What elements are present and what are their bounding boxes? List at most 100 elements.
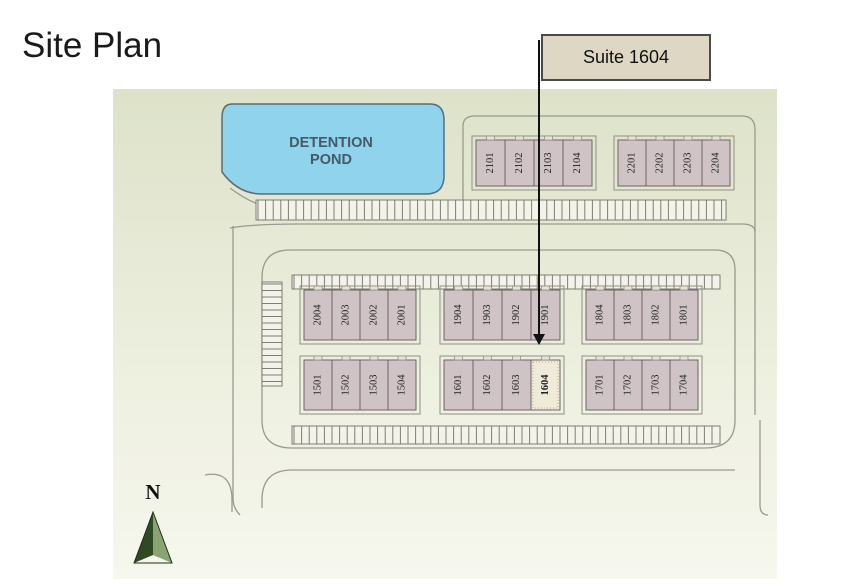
unit-label-1701: 1701 (595, 375, 606, 396)
building-1600: 1601 1602 1603 1604 (439, 355, 565, 415)
unit-label-1504: 1504 (397, 374, 408, 396)
unit-entry (683, 135, 693, 141)
detention-pond (221, 103, 445, 195)
unit-label-1802: 1802 (651, 305, 662, 326)
unit-label-2002: 2002 (369, 305, 380, 326)
pond-label-line1: DETENTION (289, 135, 373, 151)
unit-entry (651, 355, 661, 361)
unit-entry (711, 135, 721, 141)
unit-entry (313, 285, 323, 291)
building-footprint (613, 135, 735, 191)
building-footprint (581, 285, 703, 345)
unit-label-1604: 1604 (540, 374, 551, 396)
unit-entry (595, 285, 605, 291)
unit-1904 (443, 289, 474, 341)
unit-label-1903: 1903 (482, 305, 493, 326)
unit-entry (397, 355, 407, 361)
unit-entry (651, 285, 661, 291)
unit-2002 (359, 289, 389, 341)
unit-entry (454, 355, 463, 361)
unit-2104 (562, 139, 593, 187)
unit-entry (483, 355, 492, 361)
unit-entry (544, 135, 553, 141)
unit-entry (369, 285, 379, 291)
unit-entry (623, 355, 633, 361)
unit-entry (541, 355, 550, 361)
unit-1801 (669, 289, 699, 341)
building-1800: 1804 1803 1802 1801 (581, 285, 703, 345)
unit-label-2001: 2001 (397, 305, 408, 326)
buildings-layer: 2101 2102 2103 2104 2201 2202 2203 2204 2004 2003… (299, 135, 735, 415)
unit-2004 (303, 289, 333, 341)
unit-label-2104: 2104 (572, 152, 583, 174)
building-2200: 2201 2202 2203 2204 (613, 135, 735, 191)
unit-label-1602: 1602 (482, 375, 493, 396)
unit-label-1804: 1804 (595, 304, 606, 326)
pond-label-line2: POND (310, 152, 352, 168)
road-lines (204, 115, 769, 516)
unit-label-1704: 1704 (679, 374, 690, 396)
unit-label-2103: 2103 (543, 153, 554, 174)
unit-2204 (701, 139, 731, 187)
unit-label-1603: 1603 (511, 375, 522, 396)
unit-label-1702: 1702 (623, 375, 634, 396)
unit-entry (512, 285, 521, 291)
unit-label-2201: 2201 (627, 153, 638, 174)
unit-label-1901: 1901 (540, 305, 551, 326)
unit-label-1502: 1502 (341, 375, 352, 396)
unit-entry (486, 135, 495, 141)
north-arrow: N (133, 480, 173, 564)
unit-label-2004: 2004 (313, 304, 324, 326)
parking-stripes (255, 199, 727, 445)
unit-entry (623, 285, 633, 291)
building-footprint (299, 355, 421, 415)
unit-entry (627, 135, 637, 141)
suite-callout: Suite 1604 (541, 34, 711, 81)
unit-2101 (475, 139, 506, 187)
unit-label-2101: 2101 (485, 153, 496, 174)
unit-entry (679, 285, 689, 291)
unit-entry (313, 355, 323, 361)
unit-1501 (303, 359, 333, 411)
unit-label-2203: 2203 (683, 153, 694, 174)
unit-label-2003: 2003 (341, 305, 352, 326)
unit-entry (483, 285, 492, 291)
building-1700: 1701 1702 1703 1704 (581, 355, 703, 415)
building-footprint (471, 135, 597, 191)
building-1500: 1501 1502 1503 1504 (299, 355, 421, 415)
unit-entry (655, 135, 665, 141)
unit-label-1904: 1904 (453, 304, 464, 326)
unit-entry (595, 355, 605, 361)
unit-1502 (331, 359, 361, 411)
location-arrow (533, 40, 545, 345)
unit-2001 (387, 289, 417, 341)
unit-entry (512, 355, 521, 361)
unit-label-1803: 1803 (623, 305, 634, 326)
unit-entry (369, 355, 379, 361)
unit-1702 (613, 359, 643, 411)
north-label: N (145, 480, 160, 504)
unit-entry (341, 355, 351, 361)
unit-1901 (530, 289, 561, 341)
unit-entry (397, 285, 407, 291)
unit-entry (679, 355, 689, 361)
unit-label-1703: 1703 (651, 375, 662, 396)
unit-1704 (669, 359, 699, 411)
unit-label-1503: 1503 (369, 375, 380, 396)
unit-2203 (673, 139, 703, 187)
unit-label-1501: 1501 (313, 375, 324, 396)
unit-entry (341, 285, 351, 291)
unit-label-2202: 2202 (655, 153, 666, 174)
building-footprint (581, 355, 703, 415)
highlight-pattern (532, 361, 559, 409)
unit-entry (573, 135, 582, 141)
suite-callout-label: Suite 1604 (582, 47, 670, 67)
unit-label-2204: 2204 (711, 152, 722, 174)
unit-label-2102: 2102 (514, 153, 525, 174)
building-footprint (299, 285, 421, 345)
building-2100: 2101 2102 2103 2104 (471, 135, 597, 191)
unit-label-1801: 1801 (679, 305, 690, 326)
unit-label-1601: 1601 (453, 375, 464, 396)
